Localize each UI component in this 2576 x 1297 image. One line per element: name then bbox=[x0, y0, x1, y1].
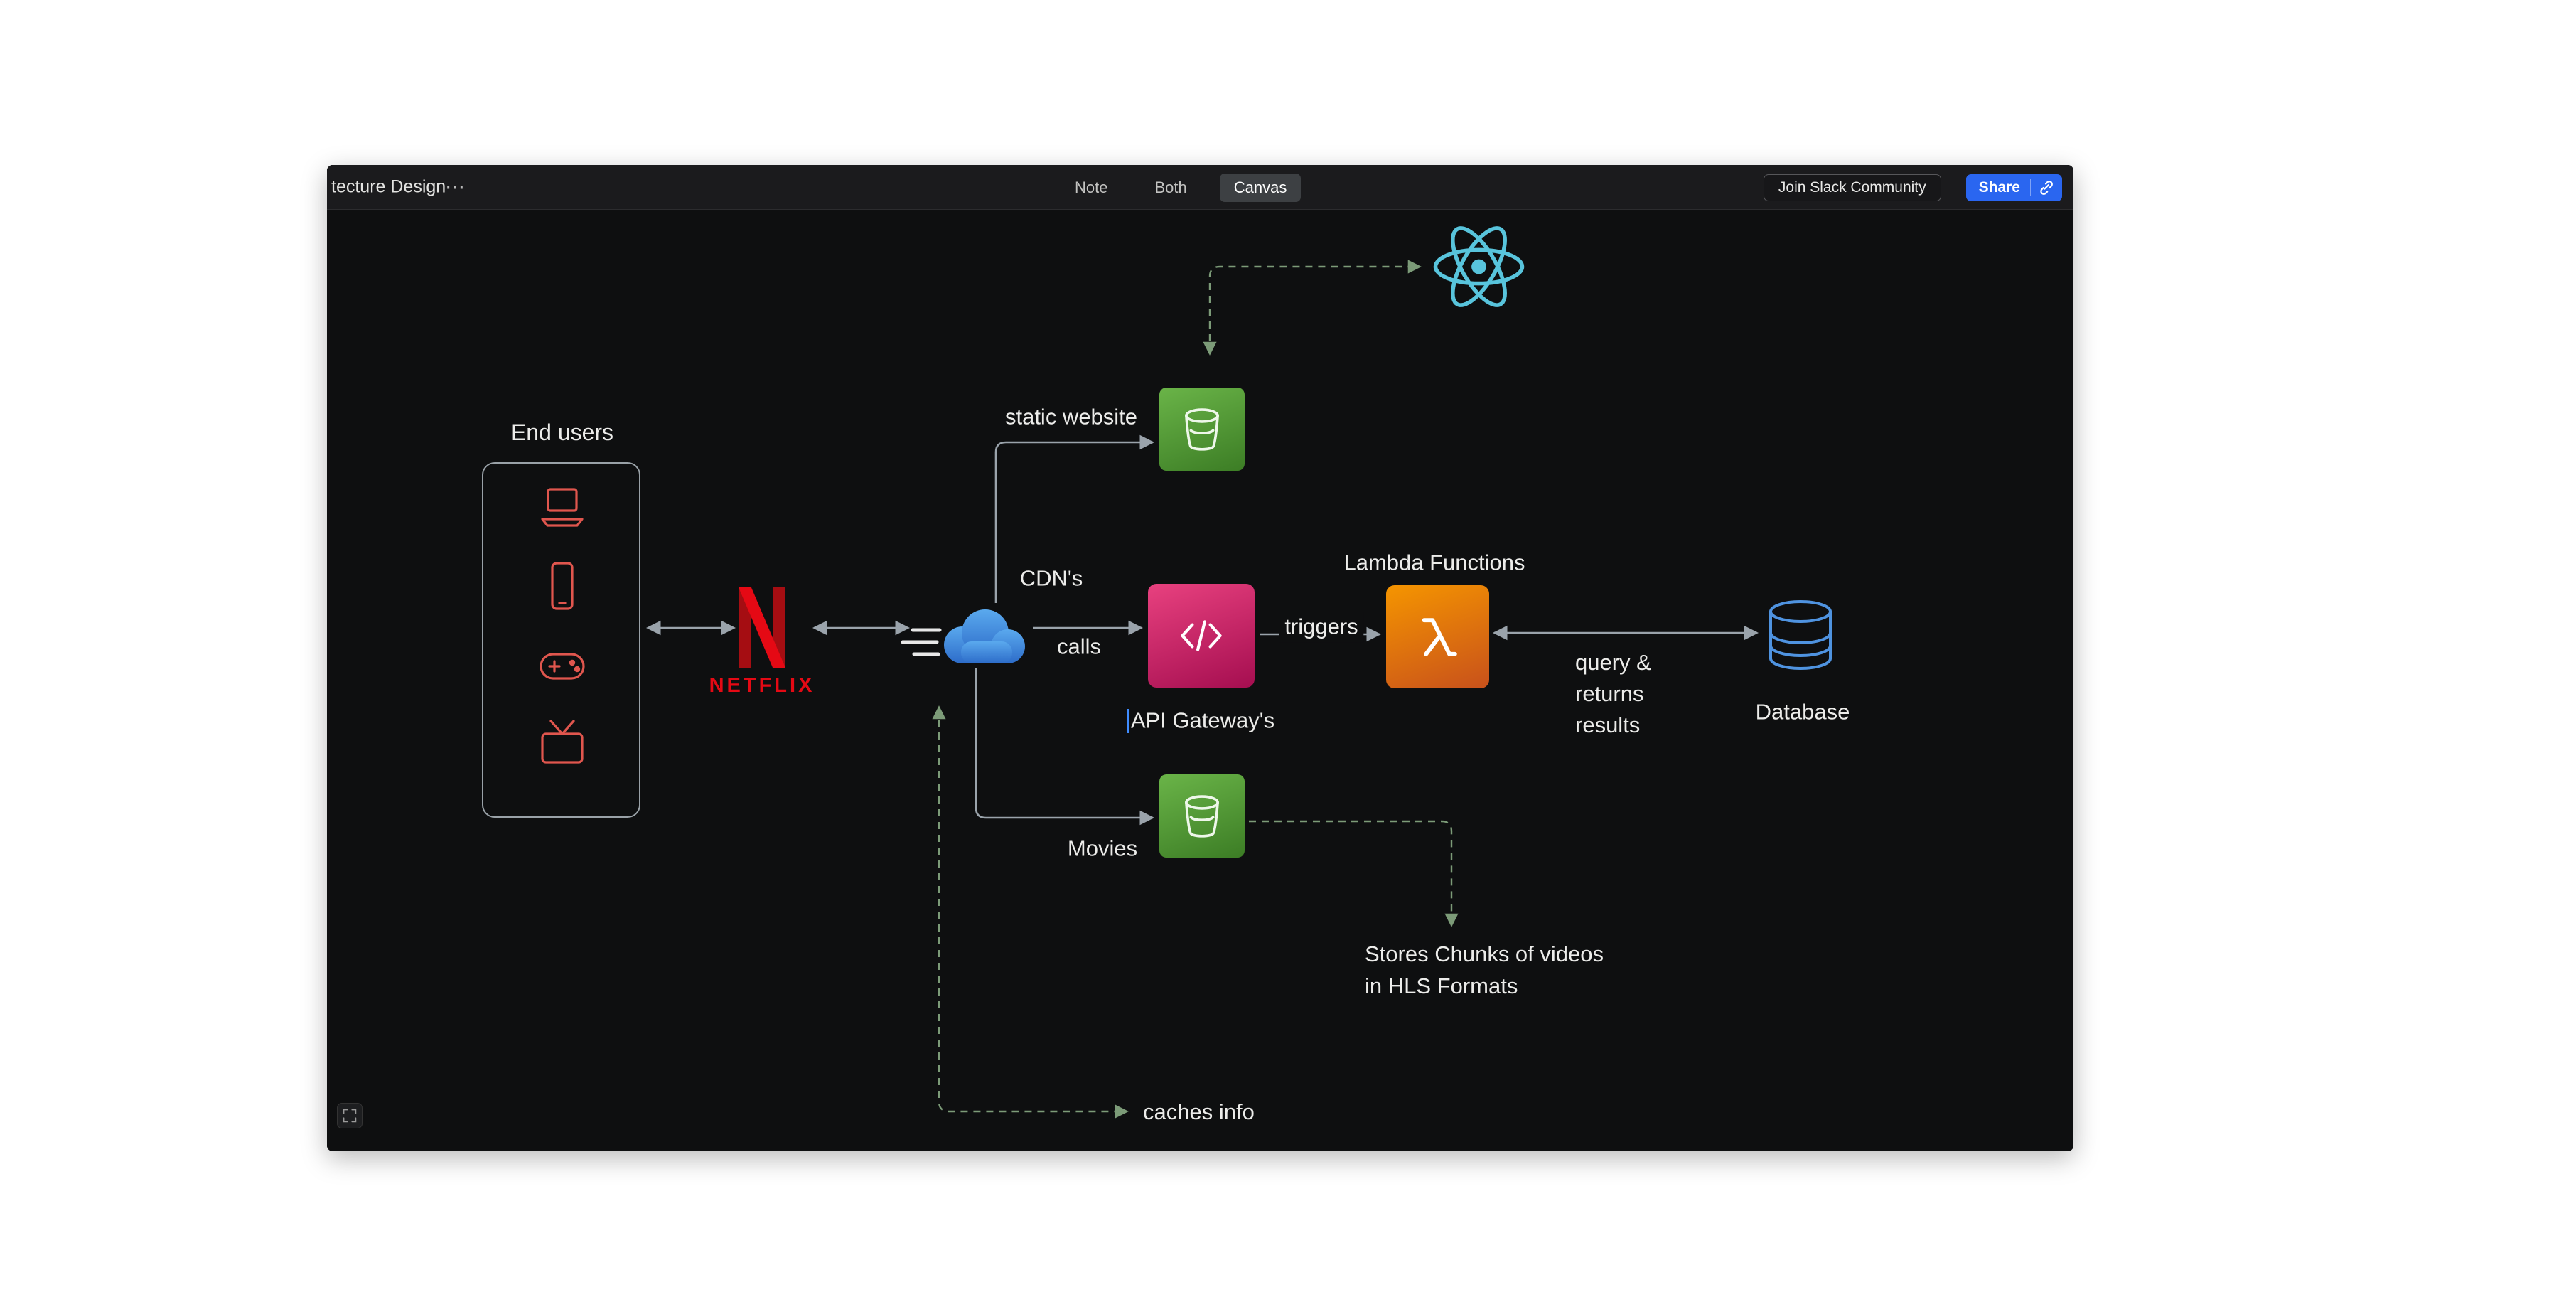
database-label[interactable]: Database bbox=[1755, 699, 1850, 725]
document-title: tecture Design bbox=[331, 176, 446, 197]
stores-line-1: Stores Chunks of videos bbox=[1365, 941, 1604, 966]
query-line-3: results bbox=[1575, 712, 1641, 737]
api-gateway-icon[interactable] bbox=[1148, 584, 1255, 688]
text-cursor-caret bbox=[1127, 709, 1129, 733]
fit-view-button[interactable] bbox=[337, 1103, 363, 1128]
query-line-2: returns bbox=[1575, 681, 1644, 706]
speed-lines-icon bbox=[901, 628, 942, 656]
lambda-icon[interactable] bbox=[1386, 585, 1489, 688]
join-slack-button[interactable]: Join Slack Community bbox=[1763, 174, 1941, 201]
connector-react-staticsite-dashed bbox=[1203, 260, 1422, 356]
share-divider bbox=[2030, 179, 2031, 196]
s3-static-website-icon[interactable] bbox=[1159, 388, 1245, 471]
cloudfront-cdn-icon[interactable] bbox=[896, 600, 1034, 673]
gateway-glyph-icon bbox=[1181, 620, 1222, 651]
connector-cloud-movies bbox=[975, 668, 1155, 826]
api-gateway-label[interactable]: API Gateway's bbox=[1130, 708, 1275, 733]
view-mode-toggle: Note Both Canvas bbox=[1061, 165, 1302, 210]
laptop-icon[interactable] bbox=[532, 482, 592, 536]
fullscreen-corners-icon bbox=[343, 1109, 357, 1123]
query-line-1: query & bbox=[1575, 650, 1651, 675]
lambda-glyph-icon bbox=[1421, 617, 1457, 656]
database-icon[interactable] bbox=[1764, 597, 1837, 674]
stores-chunks-text[interactable]: Stores Chunks of videos in HLS Formats bbox=[1365, 938, 1604, 1002]
app-window: End users bbox=[327, 165, 2073, 1151]
cdn-label[interactable]: CDN's bbox=[1019, 565, 1083, 591]
triggers-label[interactable]: triggers bbox=[1279, 612, 1364, 643]
end-users-container[interactable] bbox=[482, 462, 640, 818]
connector-movies-stores-dashed bbox=[1249, 820, 1459, 927]
connector-caches-loop-dashed bbox=[932, 705, 1129, 1119]
bucket-icon bbox=[1185, 794, 1219, 838]
bucket-icon bbox=[1185, 407, 1219, 451]
share-button[interactable]: Share bbox=[1965, 174, 2062, 201]
connector-cloud-staticsite bbox=[994, 434, 1155, 603]
game-controller-icon[interactable] bbox=[532, 640, 592, 691]
netflix-wordmark[interactable]: NETFLIX bbox=[709, 674, 815, 697]
lambda-functions-label[interactable]: Lambda Functions bbox=[1343, 550, 1525, 575]
caches-info-label[interactable]: caches info bbox=[1143, 1099, 1255, 1124]
s3-movies-icon[interactable] bbox=[1159, 774, 1245, 858]
more-menu-button[interactable]: ⋯ bbox=[445, 176, 466, 198]
movies-label[interactable]: Movies bbox=[1067, 836, 1138, 861]
tv-icon[interactable] bbox=[534, 717, 591, 772]
query-results-text[interactable]: query & returns results bbox=[1575, 647, 1651, 741]
topbar-actions: Join Slack Community Share bbox=[1763, 174, 2062, 201]
copy-link-icon bbox=[2031, 180, 2062, 196]
netflix-logo[interactable] bbox=[739, 587, 785, 668]
toggle-both[interactable]: Both bbox=[1140, 174, 1201, 202]
react-logo-icon[interactable] bbox=[1427, 223, 1530, 310]
toggle-note[interactable]: Note bbox=[1061, 174, 1122, 202]
diagram-canvas[interactable]: End users bbox=[327, 165, 2073, 1151]
toggle-canvas[interactable]: Canvas bbox=[1219, 173, 1302, 202]
end-users-label[interactable]: End users bbox=[510, 420, 614, 445]
share-label: Share bbox=[1978, 179, 2020, 196]
stores-line-2: in HLS Formats bbox=[1365, 973, 1518, 998]
static-website-label[interactable]: static website bbox=[1004, 404, 1138, 429]
phone-icon[interactable] bbox=[532, 557, 592, 614]
calls-label[interactable]: calls bbox=[1056, 634, 1102, 659]
app-topbar: tecture Design ⋯ Note Both Canvas Join S… bbox=[327, 165, 2073, 210]
